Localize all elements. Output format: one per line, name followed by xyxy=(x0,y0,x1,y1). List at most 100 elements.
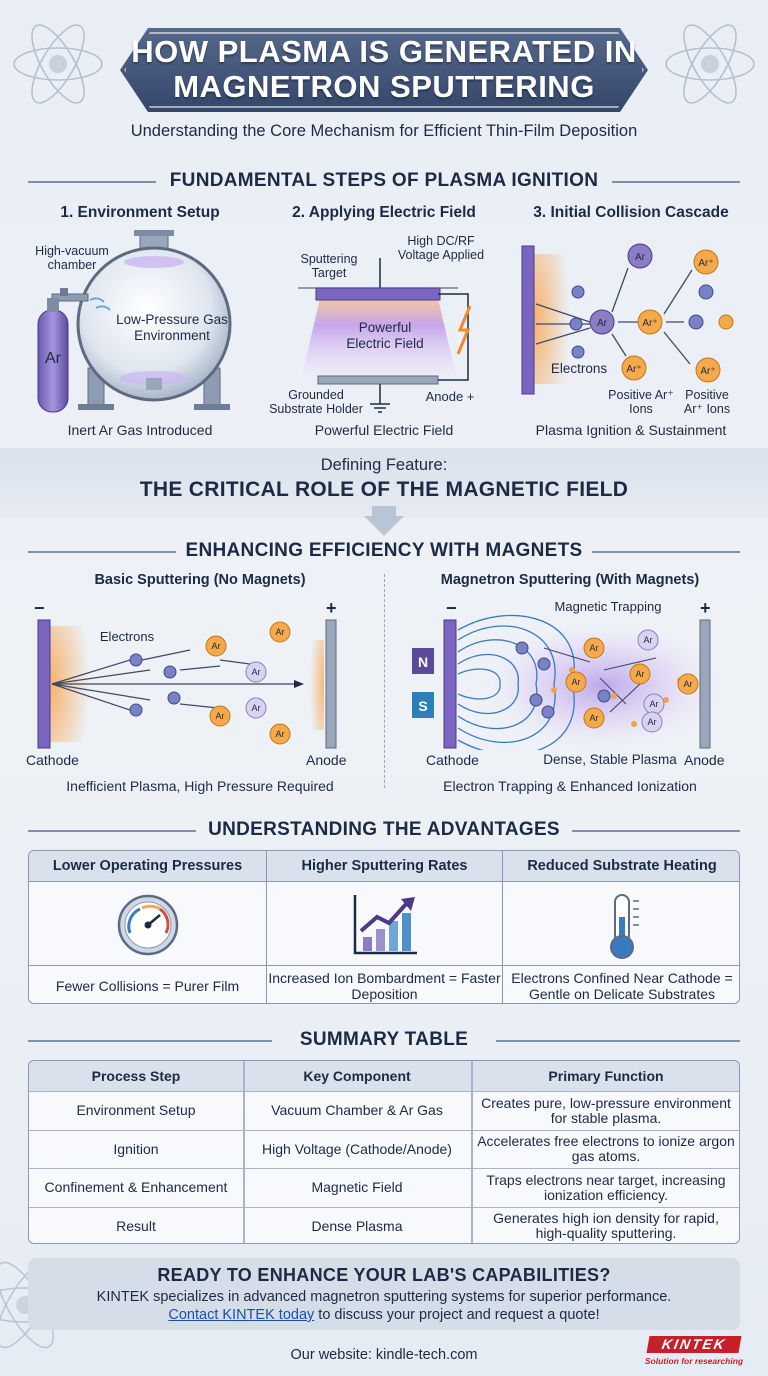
table-row: Confinement & Enhancement Magnetic Field… xyxy=(29,1168,739,1207)
atom-label-ar: Ar xyxy=(636,669,645,679)
table-header-cell: Primary Function xyxy=(548,1067,664,1084)
step-3-caption: Plasma Ignition & Sustainment xyxy=(535,422,727,438)
table-cell: Magnetic Field xyxy=(311,1179,403,1196)
table-cell: Accelerates free electrons to ionize arg… xyxy=(477,1133,735,1165)
advantage-card: Lower Operating Pressures Fewer Collisio… xyxy=(29,851,267,1003)
anode-plus-sign: + xyxy=(700,598,711,618)
divider xyxy=(28,1040,272,1042)
step-1-caption: Inert Ar Gas Introduced xyxy=(67,422,213,438)
down-arrow-icon xyxy=(364,506,404,536)
electric-field-diagram xyxy=(298,258,472,413)
label-high-vacuum-chamber: High-vacuum chamber xyxy=(35,244,109,272)
atom-label-ar: Ar xyxy=(648,717,657,727)
feature-label: Defining Feature: xyxy=(320,456,448,474)
divider xyxy=(572,830,740,832)
atom-label-ar-ion: Ar⁺ xyxy=(642,318,657,329)
atom-label-ar: Ar xyxy=(252,703,261,713)
table-cell: Confinement & Enhancement xyxy=(44,1179,228,1196)
table-cell: Creates pure, low-pressure environment f… xyxy=(481,1094,731,1126)
atom-label-ar: Ar xyxy=(590,643,599,653)
table-cell: Environment Setup xyxy=(76,1102,196,1119)
divider xyxy=(592,551,740,553)
table-row: Ignition High Voltage (Cathode/Anode) Ac… xyxy=(29,1129,739,1169)
step-1-title: 1. Environment Setup xyxy=(60,204,220,221)
advantage-text: Electrons Confined Near Cathode = Gentle… xyxy=(503,965,739,1003)
collision-cascade-diagram: Ar Ar Ar⁺ Ar⁺ Ar⁺ Ar⁺ xyxy=(521,243,734,395)
label-grounded-substrate: Grounded Substrate Holder xyxy=(269,388,363,416)
table-row: Result Dense Plasma Generates high ion d… xyxy=(29,1206,739,1244)
magnetron-sputtering-diagram: Ar Ar Ar Ar Ar Ar Ar Ar xyxy=(412,614,720,750)
atom-icon-right xyxy=(665,24,755,104)
label-positive-ions-2: Positive Ar⁺ Ions xyxy=(683,388,731,416)
magnet-south-label: S xyxy=(418,698,428,714)
table-cell: Vacuum Chamber & Ar Gas xyxy=(271,1102,443,1119)
table-cell: Traps electrons near target, increasing … xyxy=(486,1171,726,1203)
basic-sputtering-title: Basic Sputtering (No Magnets) xyxy=(94,572,306,588)
website-text[interactable]: Our website: kindle-tech.com xyxy=(290,1347,478,1363)
atom-label-ar: Ar xyxy=(597,318,608,329)
label-sputtering-target: Sputtering Target xyxy=(300,252,358,280)
atom-icon-left xyxy=(13,24,103,104)
page-subtitle: Understanding the Core Mechanism for Eff… xyxy=(130,122,638,140)
step-3-title: 3. Initial Collision Cascade xyxy=(533,204,729,221)
thermometer-icon xyxy=(610,894,639,959)
atom-label-ar-ion: Ar⁺ xyxy=(700,366,715,377)
advantage-card: Reduced Substrate Heating Electrons Conf… xyxy=(503,851,739,1003)
magnetron-sputtering-title: Magnetron Sputtering (With Magnets) xyxy=(440,572,700,588)
cta-contact-rest: to discuss your project and request a qu… xyxy=(314,1307,600,1323)
title-banner xyxy=(120,28,648,112)
table-cell: Result xyxy=(116,1217,156,1234)
atom-label-ar: Ar xyxy=(276,729,285,739)
table-column-divider xyxy=(243,1061,245,1243)
panel-divider xyxy=(384,574,385,788)
atom-label-ar: Ar xyxy=(216,711,225,721)
label-cathode-magnetron: Cathode xyxy=(426,752,479,768)
page-title: HOW PLASMA IS GENERATED IN MAGNETRON SPU… xyxy=(131,34,637,104)
label-anode-basic: Anode xyxy=(306,752,347,768)
cta-title: READY TO ENHANCE YOUR LAB'S CAPABILITIES… xyxy=(157,1265,611,1285)
cta-description: KINTEK specializes in advanced magnetron… xyxy=(96,1289,672,1305)
advantage-title: Lower Operating Pressures xyxy=(29,851,266,882)
atom-label-ar: Ar xyxy=(684,679,693,689)
section-heading-steps: FUNDAMENTAL STEPS OF PLASMA IGNITION xyxy=(0,170,768,192)
advantage-text: Fewer Collisions = Purer Film xyxy=(29,965,266,1003)
magnetron-caption: Electron Trapping & Enhanced Ionization xyxy=(443,778,697,794)
cta-box xyxy=(28,1258,740,1330)
contact-link[interactable]: Contact KINTEK today xyxy=(168,1307,315,1323)
cathode-minus-sign: − xyxy=(34,598,45,618)
table-header-cell: Key Component xyxy=(303,1067,411,1084)
magnet-north-label: N xyxy=(417,654,429,670)
label-low-pressure-gas: Low-Pressure Gas Environment xyxy=(116,312,228,343)
step-2-caption: Powerful Electric Field xyxy=(314,422,454,438)
label-powerful-electric-field: Powerful Electric Field xyxy=(346,320,424,351)
label-anode-magnetron: Anode xyxy=(684,752,725,768)
table-row: Environment Setup Vacuum Chamber & Ar Ga… xyxy=(29,1091,739,1130)
advantage-title: Reduced Substrate Heating xyxy=(503,851,739,882)
advantages-table: Lower Operating Pressures Fewer Collisio… xyxy=(28,850,740,1004)
atom-label-ar: Ar xyxy=(276,627,285,637)
advantage-title: Higher Sputtering Rates xyxy=(267,851,502,882)
pressure-gauge-icon xyxy=(117,894,179,956)
anode-plus-sign: + xyxy=(326,598,337,618)
advantage-text: Increased Ion Bombardment = Faster Depos… xyxy=(267,965,502,1003)
label-anode: Anode + xyxy=(425,389,475,404)
advantage-card: Higher Sputtering Rates Increased Ion Bo… xyxy=(267,851,503,1003)
table-header-cell: Process Step xyxy=(91,1067,181,1084)
divider xyxy=(496,1040,740,1042)
feature-title: THE CRITICAL ROLE OF THE MAGNETIC FIELD xyxy=(139,478,629,501)
rising-chart-icon xyxy=(353,895,417,955)
label-high-voltage: High DC/RF Voltage Applied xyxy=(397,234,485,262)
table-header-row: Process Step Key Component Primary Funct… xyxy=(29,1061,739,1091)
label-electrons-basic: Electrons xyxy=(99,629,155,644)
label-cathode-basic: Cathode xyxy=(26,752,79,768)
label-dense-plasma: Dense, Stable Plasma xyxy=(543,752,677,767)
label-electrons: Electrons xyxy=(550,361,608,376)
divider xyxy=(28,551,176,553)
table-cell: High Voltage (Cathode/Anode) xyxy=(262,1140,452,1157)
summary-table: Process Step Key Component Primary Funct… xyxy=(28,1060,740,1244)
table-cell: Generates high ion density for rapid, hi… xyxy=(493,1210,719,1242)
atom-label-ar: Ar xyxy=(644,635,653,645)
cta-contact-line: Contact KINTEK today to discuss your pro… xyxy=(28,1307,740,1323)
atom-label-ar: Ar xyxy=(635,252,646,263)
atom-label-ar-ion: Ar⁺ xyxy=(626,364,641,375)
